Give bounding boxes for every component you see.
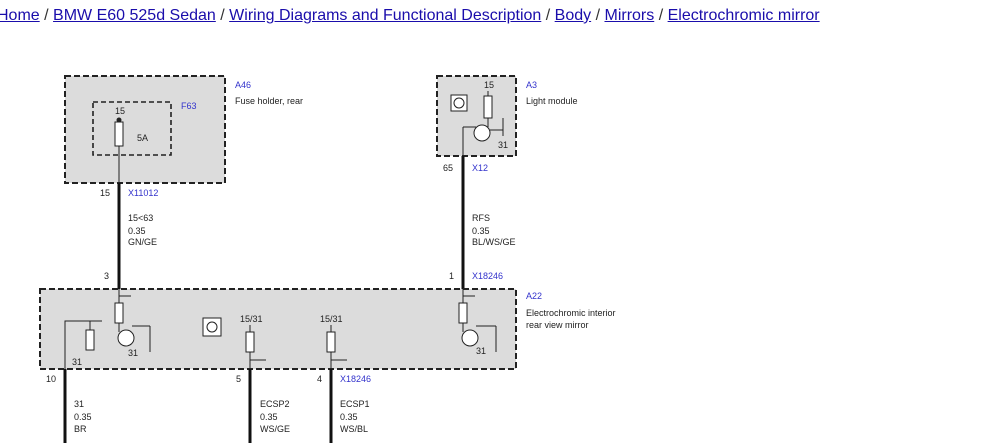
a22-ground-resistor — [85, 329, 95, 351]
a22-control-unit-icon — [202, 317, 222, 337]
wire-2-color: BL/WS/GE — [472, 237, 516, 247]
x11012-pin-label: 15 — [100, 188, 110, 198]
x11012-id-label: X11012 — [128, 188, 158, 198]
breadcrumb-home-link[interactable]: Home — [0, 7, 40, 24]
breadcrumb-subcategory-link[interactable]: Mirrors — [604, 7, 655, 24]
x18246-top-pin-right: 1 — [449, 271, 454, 281]
a22-input-2-label: 15/31 — [320, 314, 343, 324]
wire-4-size: 0.35 — [260, 412, 278, 422]
breadcrumb-separator: / — [220, 7, 225, 24]
a22-name-line2: rear view mirror — [526, 320, 589, 330]
wire-4-color: WS/GE — [260, 424, 290, 434]
f63-fuse-element — [114, 121, 124, 147]
a3-control-unit-icon — [450, 94, 468, 112]
a3-resistor — [483, 95, 493, 119]
a22-left-ground-label: 31 — [72, 357, 82, 367]
a3-ground-label: 31 — [498, 140, 508, 150]
a22-right-ground-label: 31 — [476, 346, 486, 356]
f63-fuse-box — [92, 101, 172, 156]
wire-5-signal: ECSP1 — [340, 399, 370, 409]
a3-pin-label: 15 — [484, 80, 494, 90]
x18246-bottom-pin-c: 4 — [317, 374, 322, 384]
breadcrumb-separator: / — [545, 7, 551, 24]
a22-transistor-ground-label: 31 — [128, 348, 138, 358]
breadcrumb-separator: / — [658, 7, 664, 24]
f63-pin-label: 15 — [115, 106, 125, 116]
breadcrumb-separator: / — [44, 7, 49, 24]
a3-control-unit-symbol — [453, 97, 465, 109]
a22-right-transistor — [461, 329, 479, 347]
a22-component-box — [39, 288, 517, 370]
f63-rating-label: 5A — [137, 133, 148, 143]
wire-3-color: BR — [74, 424, 87, 434]
wire-1-size: 0.35 — [128, 226, 146, 236]
a3-name-label: Light module — [526, 96, 578, 106]
wire-3-signal: 31 — [74, 399, 84, 409]
x18246-top-id-label: X18246 — [472, 271, 503, 281]
a3-transistor — [473, 124, 491, 142]
a22-input-1-resistor — [245, 331, 255, 353]
wire-3-size: 0.35 — [74, 412, 92, 422]
f63-id-label: F63 — [181, 101, 197, 111]
a22-input-2-resistor — [326, 331, 336, 353]
x12-pin-label: 65 — [443, 163, 453, 173]
x18246-bottom-id-label: X18246 — [340, 374, 371, 384]
breadcrumb-category-link[interactable]: Body — [554, 7, 592, 24]
wire-2-size: 0.35 — [472, 226, 490, 236]
a22-input-1-label: 15/31 — [240, 314, 263, 324]
breadcrumb: Home / BMW E60 525d Sedan / Wiring Diagr… — [0, 7, 820, 25]
a46-name-label: Fuse holder, rear — [235, 96, 303, 106]
x18246-top-pin-left: 3 — [104, 271, 109, 281]
x18246-bottom-pin-a: 10 — [46, 374, 56, 384]
x12-id-label: X12 — [472, 163, 488, 173]
breadcrumb-section-link[interactable]: Wiring Diagrams and Functional Descripti… — [229, 7, 542, 24]
wire-1-color: GN/GE — [128, 237, 157, 247]
a22-control-unit-symbol — [206, 321, 218, 333]
wire-4-signal: ECSP2 — [260, 399, 290, 409]
wire-1-signal: 15<63 — [128, 213, 153, 223]
a22-right-resistor — [458, 302, 468, 324]
a22-name-line1: Electrochromic interior — [526, 308, 616, 318]
f63-fuse-terminal — [116, 117, 122, 123]
a3-component-box — [436, 75, 517, 157]
wire-5-color: WS/BL — [340, 424, 368, 434]
a46-id-label: A46 — [235, 80, 251, 90]
a22-left-transistor — [117, 329, 135, 347]
x18246-bottom-pin-b: 5 — [236, 374, 241, 384]
a3-id-label: A3 — [526, 80, 537, 90]
wire-5-size: 0.35 — [340, 412, 358, 422]
breadcrumb-current-link[interactable]: Electrochromic mirror — [667, 7, 820, 24]
a22-left-resistor — [114, 302, 124, 324]
a22-id-label: A22 — [526, 291, 542, 301]
breadcrumb-car-link[interactable]: BMW E60 525d Sedan — [53, 7, 216, 24]
wire-2-signal: RFS — [472, 213, 490, 223]
breadcrumb-separator: / — [595, 7, 601, 24]
